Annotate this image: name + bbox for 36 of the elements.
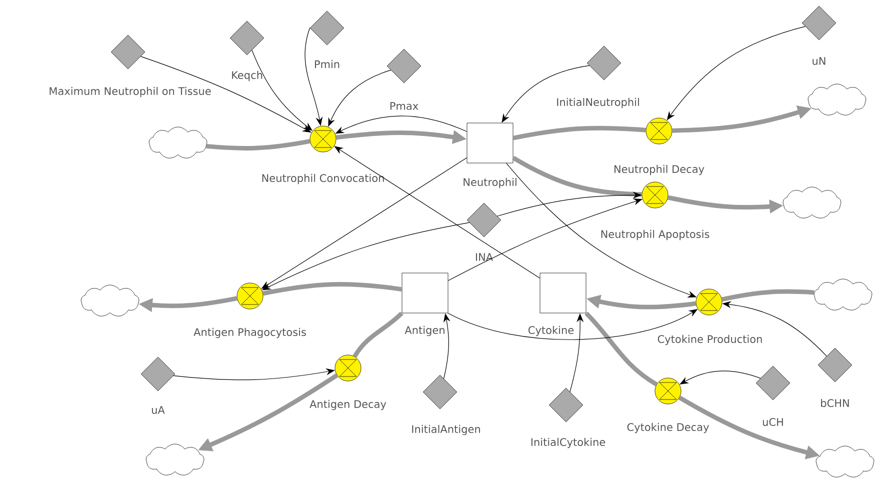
cloud: [146, 444, 204, 476]
parameter-label: InitialAntigen: [412, 424, 480, 436]
parameter-label: Maximum Neutrophil on Tissue: [50, 86, 211, 98]
flow-rate-label: Cytokine Decay: [627, 422, 709, 434]
parameter-label: Pmax: [390, 102, 418, 110]
cloud: [80, 284, 140, 316]
flow-pipe: [722, 289, 814, 302]
flow-rate-label: Antigen Decay: [310, 400, 386, 410]
parameter-label: bCHN: [821, 398, 849, 408]
parameter-label: InitialNeutrophil: [557, 98, 639, 108]
parameter-label: uN: [812, 57, 826, 65]
flow-pipe: [352, 312, 404, 358]
flow-pipe: [512, 126, 646, 140]
flow-rate-label: Neutrophil Convocation: [262, 174, 384, 184]
flow-rate-label: Antigen Phagocytosis: [194, 328, 306, 338]
flow-pipe: [512, 156, 642, 197]
cloud: [148, 126, 208, 158]
parameter-label: uA: [152, 406, 165, 414]
flow-rate-label: Neutrophil Apoptosis: [601, 230, 710, 240]
flow-pipe: [262, 282, 402, 296]
parameter-label: Pmin: [314, 60, 340, 68]
flow-pipe: [206, 138, 310, 150]
parameter-label: InitialCytokine: [531, 438, 606, 448]
parameter-label: INA: [476, 253, 493, 261]
cloud: [782, 186, 842, 218]
stock-label: Cytokine: [528, 326, 574, 336]
stock-label: Neutrophil: [464, 178, 516, 188]
parameter-label: uCH: [762, 418, 783, 426]
flow-rate-label: Neutrophil Decay: [614, 164, 704, 176]
flow-pipe: [584, 312, 658, 386]
stock-label: Antigen: [404, 326, 444, 336]
cloud: [816, 446, 874, 478]
parameter-label: Keqch: [232, 70, 262, 82]
flow-rate-label: Cytokine Production: [658, 334, 762, 346]
cloud: [814, 278, 872, 310]
cloud: [808, 84, 866, 116]
